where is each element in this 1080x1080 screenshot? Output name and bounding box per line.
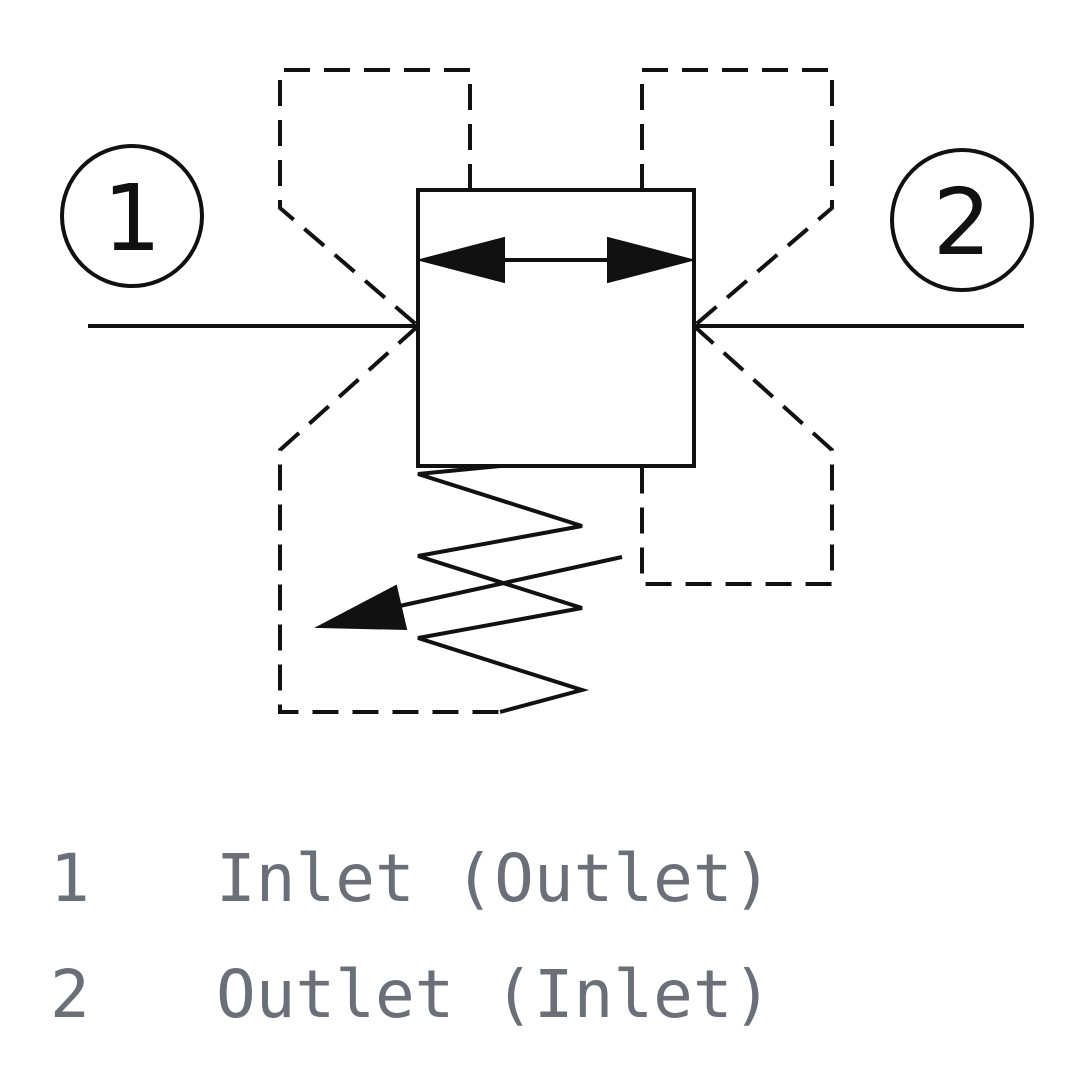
port-1-marker: 1 bbox=[60, 144, 204, 288]
adjustable-arrow-shaft bbox=[394, 555, 623, 609]
pilot-line-left-top bbox=[278, 68, 472, 328]
port-2-label: 2 bbox=[933, 169, 992, 276]
legend-number: 1 bbox=[50, 839, 90, 917]
legend-number: 2 bbox=[50, 955, 90, 1033]
port-2-circle bbox=[890, 148, 1034, 292]
port-2-marker: 2 bbox=[890, 148, 1034, 292]
pilot-line-right-bottom bbox=[640, 324, 834, 586]
pilot-line-right-top bbox=[640, 68, 834, 328]
legend: 1 Inlet (Outlet) 2 Outlet (Inlet) bbox=[50, 820, 1050, 1052]
port-1-circle bbox=[60, 144, 204, 288]
legend-description: Outlet (Inlet) bbox=[216, 955, 773, 1033]
legend-description: Inlet (Outlet) bbox=[216, 839, 773, 917]
flow-arrow-right-head-icon bbox=[607, 236, 696, 284]
port-1-label: 1 bbox=[103, 165, 162, 272]
pilot-line-left-bottom bbox=[278, 324, 500, 714]
legend-row-2: 2 Outlet (Inlet) bbox=[50, 936, 1050, 1052]
valve-body bbox=[416, 188, 696, 468]
valve-symbol-diagram: 1 2 bbox=[60, 68, 1034, 714]
flow-arrow-left-head-icon bbox=[416, 236, 505, 284]
spring-icon bbox=[417, 464, 590, 714]
legend-row-1: 1 Inlet (Outlet) bbox=[50, 820, 1050, 936]
adjustable-arrow-head-icon bbox=[314, 584, 408, 631]
